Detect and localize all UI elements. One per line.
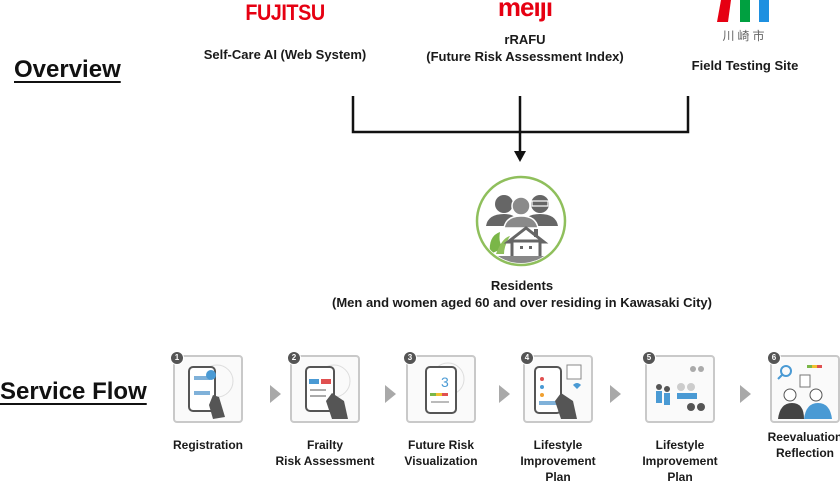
step-number-2: 2 <box>287 351 301 365</box>
residents-label-line1: Residents <box>490 278 554 293</box>
step-6-label-line1: Reevaluation <box>767 430 840 444</box>
frailty-assessment-phone-icon: 2 <box>287 351 360 423</box>
flow-step-2: 2 Frailty Risk Assessment <box>276 351 374 469</box>
step-5-label-line3: Plan <box>667 470 693 484</box>
step-4-label-line1: Lifestyle <box>533 438 583 452</box>
flow-arrow-icon <box>740 385 751 403</box>
step-2-label-line1: Frailty <box>306 438 343 452</box>
step-6-label-line2: Reflection <box>775 446 834 460</box>
kawasaki-logo-text: 川崎市 <box>722 29 768 43</box>
partner-meiji: meiji rRAFU (Future Risk Assessment Inde… <box>400 0 650 65</box>
flow-arrow-icon <box>610 385 621 403</box>
step-3-label-line1: Future Risk <box>407 438 474 452</box>
step-5-label-line2: Improvement <box>642 454 718 468</box>
residents-label: Residents (Men and women aged 60 and ove… <box>222 277 822 311</box>
flow-step-6: 6 Reevaluation Reflection <box>765 351 840 461</box>
connector-lines <box>351 96 690 162</box>
meiji-logo: meiji <box>497 0 553 22</box>
fujitsu-logo: FUJITSU <box>245 0 325 25</box>
svg-text:3: 3 <box>441 374 449 390</box>
step-2-label-line2: Risk Assessment <box>275 454 375 468</box>
lifestyle-plan-phone-icon: 4 <box>520 351 593 423</box>
arrow-down-icon <box>514 151 526 162</box>
step-number-5: 5 <box>642 351 656 365</box>
step-number-1: 1 <box>170 351 184 365</box>
step-1-label: Registration <box>172 438 243 452</box>
flow-step-4: 4 Lifestyle Improvement Plan <box>518 351 598 485</box>
step-number-3: 3 <box>403 351 417 365</box>
registration-phone-icon: 1 <box>170 351 243 423</box>
reevaluation-icon: 6 <box>767 351 840 423</box>
step-number-4: 4 <box>520 351 534 365</box>
partner-kawasaki: 川崎市 Field Testing Site <box>670 0 820 74</box>
flow-arrow-icon <box>270 385 281 403</box>
partner-kawasaki-label: Field Testing Site <box>691 58 799 73</box>
partner-fujitsu-label: Self-Care AI (Web System) <box>203 47 367 62</box>
partner-fujitsu: FUJITSU Self-Care AI (Web System) <box>190 0 380 63</box>
flow-step-3: 3 3 Future Risk Visualization <box>401 351 481 469</box>
step-5-label-line1: Lifestyle <box>655 438 705 452</box>
partner-meiji-label-line1: rRAFU <box>504 32 546 47</box>
service-flow-title: Service Flow <box>0 378 147 405</box>
step-number-6: 6 <box>767 351 781 365</box>
residents-label-line2: (Men and women aged 60 and over residing… <box>332 295 712 310</box>
overview-title: Overview <box>14 56 121 83</box>
flow-arrow-icon <box>385 385 396 403</box>
residents-icon <box>475 175 567 267</box>
community-activity-icon: 5 <box>642 351 715 423</box>
flow-arrow-icon <box>499 385 510 403</box>
risk-visualization-phone-icon: 3 3 <box>403 351 476 423</box>
kawasaki-logo-icon <box>717 0 769 22</box>
flow-step-5: 5 Lifestyle Improvement Plan <box>640 351 720 485</box>
step-4-label-line3: Plan <box>545 470 571 484</box>
flow-step-1: 1 Registration <box>168 351 248 453</box>
step-3-label-line2: Visualization <box>404 454 478 468</box>
step-4-label-line2: Improvement <box>520 454 596 468</box>
partner-meiji-label-line2: (Future Risk Assessment Index) <box>426 49 624 64</box>
